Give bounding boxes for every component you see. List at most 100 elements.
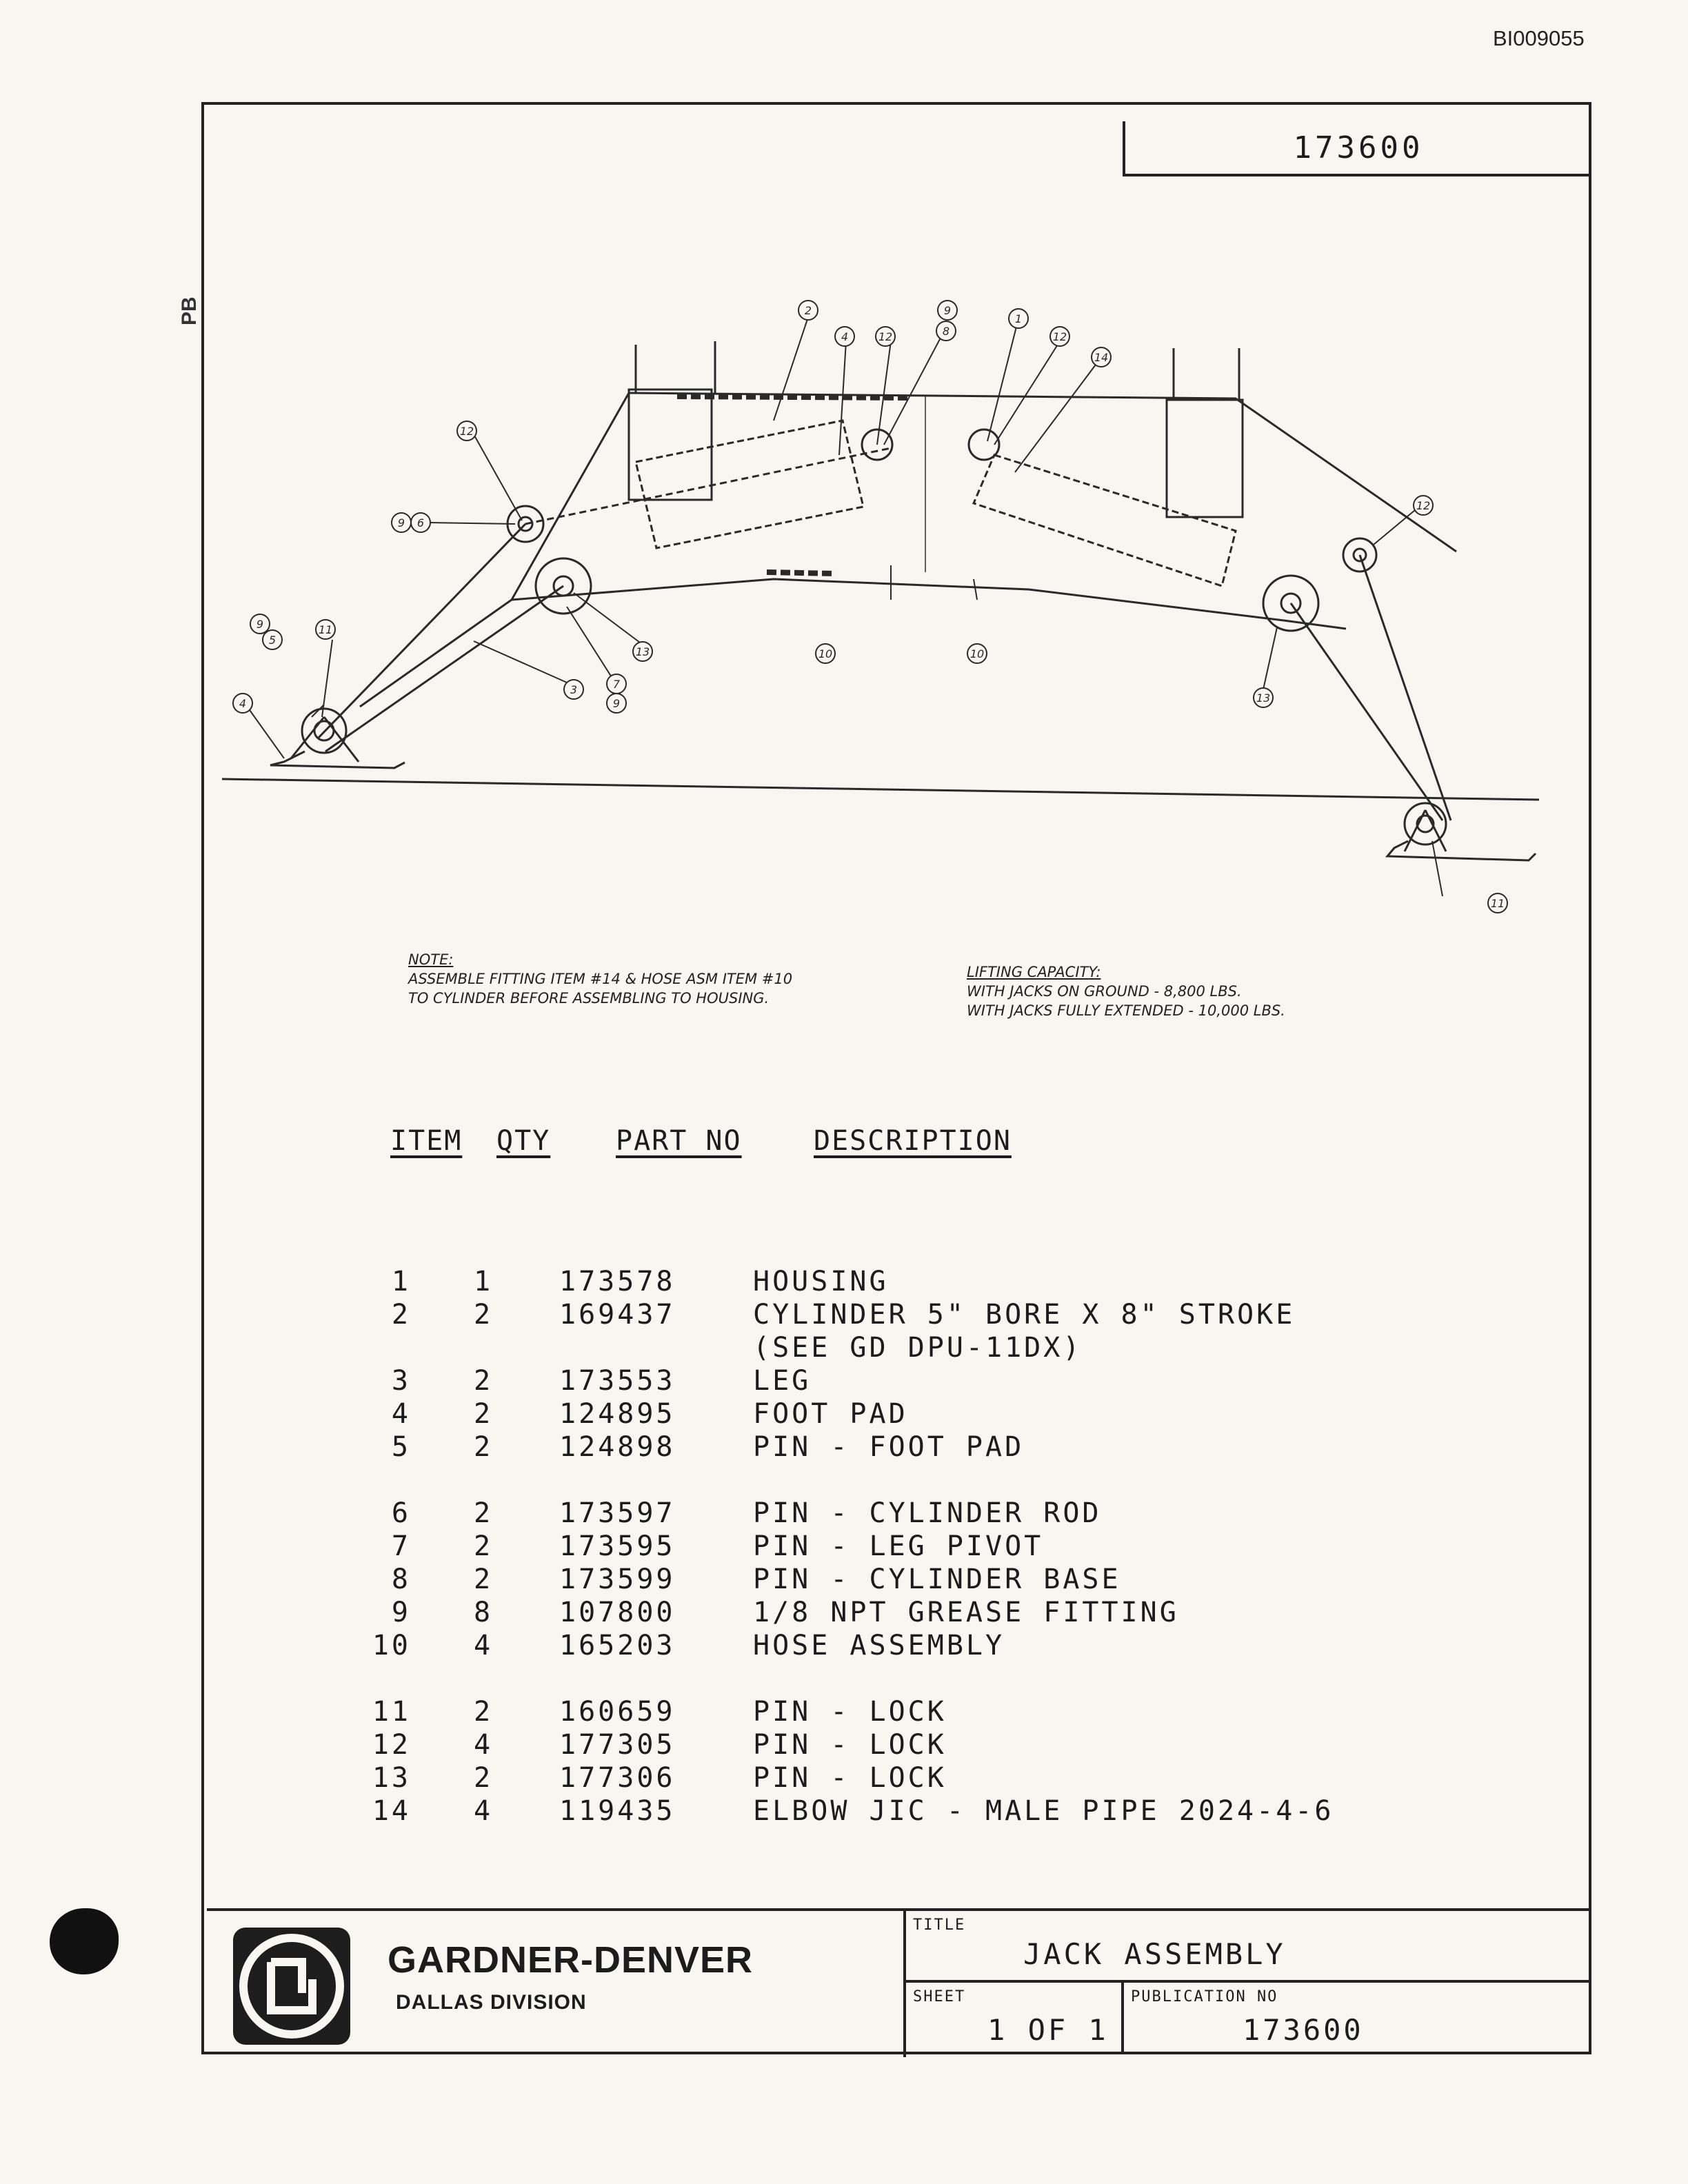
svg-text:1: 1 [1015, 312, 1022, 325]
title-label: TITLE [913, 1917, 966, 1934]
side-margin-mark: PB [178, 296, 201, 325]
lifting-capacity-line2: WITH JACKS FULLY EXTENDED - 10,000 LBS. [967, 1002, 1285, 1019]
assembly-note-line1: ASSEMBLE FITTING ITEM #14 & HOSE ASM ITE… [408, 971, 793, 987]
description: HOUSING [753, 1266, 889, 1297]
item-number: 7 [391, 1530, 411, 1562]
svg-text:9: 9 [944, 304, 951, 317]
svg-text:11: 11 [319, 623, 332, 636]
header-qty: QTY [496, 1125, 551, 1157]
item-number: 3 [391, 1365, 411, 1397]
item-number: 14 [372, 1795, 411, 1827]
item-number: 4 [391, 1398, 411, 1430]
assembly-note-line2: TO CYLINDER BEFORE ASSEMBLING TO HOUSING… [408, 990, 770, 1007]
assembly-note: NOTE: ASSEMBLE FITTING ITEM #14 & HOSE A… [408, 950, 792, 1008]
svg-text:10: 10 [970, 647, 984, 660]
quantity: 2 [473, 1530, 494, 1562]
hole-punch-mark [50, 1908, 119, 1974]
quantity: 2 [473, 1564, 494, 1595]
part-number: 173578 [559, 1266, 676, 1297]
quantity: 2 [473, 1696, 494, 1728]
description: PIN - LEG PIVOT [753, 1530, 1044, 1562]
quantity: 4 [473, 1729, 494, 1761]
publication-number: 173600 [1243, 2013, 1364, 2047]
quantity: 1 [473, 1266, 494, 1297]
quantity: 2 [473, 1365, 494, 1397]
description: PIN - LOCK [753, 1762, 947, 1794]
quantity: 4 [473, 1630, 494, 1661]
lifting-capacity-line1: WITH JACKS ON GROUND - 8,800 LBS. [967, 983, 1242, 1000]
item-number: 10 [372, 1630, 411, 1661]
ground-line [221, 778, 1540, 801]
svg-text:4: 4 [239, 697, 246, 710]
description: FOOT PAD [753, 1398, 908, 1430]
svg-text:9: 9 [257, 618, 263, 631]
quantity: 2 [473, 1398, 494, 1430]
part-number: 107800 [559, 1597, 676, 1628]
svg-text:7: 7 [613, 678, 621, 691]
svg-text:14: 14 [1094, 351, 1108, 364]
description: PIN - FOOT PAD [753, 1431, 1025, 1463]
drawing-number: 173600 [1123, 121, 1591, 176]
svg-text:6: 6 [417, 516, 424, 529]
lifting-capacity-heading: LIFTING CAPACITY: [967, 964, 1101, 980]
title-block: GARDNER-DENVER DALLAS DIVISION TITLE JAC… [207, 1908, 1591, 2057]
description: HOSE ASSEMBLY [753, 1630, 1005, 1661]
gardner-denver-logo [233, 1928, 350, 2045]
header-item: ITEM [390, 1125, 463, 1157]
header-description: DESCRIPTION [814, 1125, 1012, 1157]
part-number: 165203 [559, 1630, 676, 1661]
left-pivot [534, 557, 592, 615]
quantity: 2 [473, 1497, 494, 1529]
publication-label: PUBLICATION NO [1131, 1988, 1278, 2005]
part-number: 173595 [559, 1530, 676, 1562]
item-number: 5 [391, 1431, 411, 1463]
title-field: TITLE JACK ASSEMBLY [906, 1911, 1591, 1983]
item-number: 2 [391, 1299, 411, 1331]
svg-text:12: 12 [460, 425, 474, 438]
svg-text:4: 4 [841, 330, 848, 343]
document-id: BI009055 [1493, 26, 1585, 50]
description: PIN - CYLINDER BASE [753, 1564, 1121, 1595]
title-block-fields: TITLE JACK ASSEMBLY SHEET 1 OF 1 PUBLICA… [903, 1911, 1591, 2057]
description: ELBOW JIC - MALE PIPE 2024-4-6 [753, 1795, 1334, 1827]
quantity: 2 [473, 1299, 494, 1331]
svg-text:13: 13 [636, 645, 650, 658]
sheet-label: SHEET [913, 1988, 966, 2005]
part-number: 169437 [559, 1299, 676, 1331]
svg-text:5: 5 [269, 634, 276, 647]
svg-text:12: 12 [878, 330, 892, 343]
item-number: 9 [391, 1597, 411, 1628]
description: LEG [753, 1365, 812, 1397]
left-leg [317, 523, 527, 739]
part-number: 177305 [559, 1729, 676, 1761]
part-number: 173597 [559, 1497, 676, 1529]
housing-outline [628, 392, 1457, 553]
svg-text:13: 13 [1256, 691, 1270, 705]
svg-text:8: 8 [943, 325, 950, 338]
drawing-frame [201, 102, 1591, 2054]
svg-text:12: 12 [1416, 499, 1430, 512]
header-part-no: PART NO [616, 1125, 742, 1157]
sheet-field: SHEET 1 OF 1 [906, 1983, 1124, 2054]
item-number: 11 [372, 1696, 411, 1728]
sheet-value: 1 OF 1 [987, 2013, 1109, 2047]
lifting-capacity-note: LIFTING CAPACITY: WITH JACKS ON GROUND -… [967, 962, 1285, 1020]
division-name: DALLAS DIVISION [396, 1991, 587, 2014]
company-name: GARDNER-DENVER [388, 1939, 754, 1981]
svg-text:10: 10 [818, 647, 832, 660]
item-number: 1 [391, 1266, 411, 1297]
svg-text:9: 9 [613, 697, 620, 710]
svg-text:2: 2 [805, 304, 812, 317]
svg-text:3: 3 [570, 683, 577, 696]
item-number: 6 [391, 1497, 411, 1529]
description: 1/8 NPT GREASE FITTING [753, 1597, 1179, 1628]
right-cylinder [972, 454, 1237, 587]
quantity: 2 [473, 1762, 494, 1794]
description: PIN - CYLINDER ROD [753, 1497, 1102, 1529]
description: PIN - LOCK [753, 1729, 947, 1761]
item-number: 8 [391, 1564, 411, 1595]
svg-text:12: 12 [1053, 330, 1067, 343]
part-callout-balloons [232, 300, 1508, 913]
left-cylinder [634, 419, 865, 549]
